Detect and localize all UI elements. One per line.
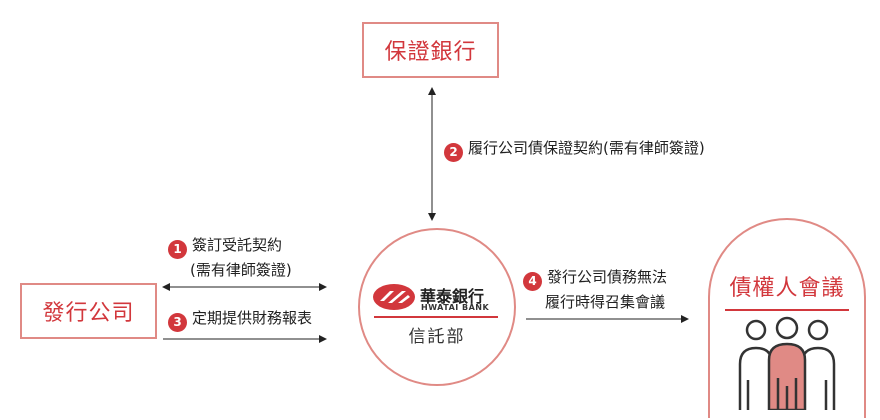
guarantor-bank-box: 保證銀行 [362,22,499,78]
guarantor-bank-label: 保證銀行 [384,40,477,65]
creditors-label: 債權人會議 [729,276,845,301]
trustee-dept: 信託部 [408,327,466,347]
step-4-text-line2: 履行時得召集會議 [545,292,666,311]
step-2-badge: 2 [444,142,463,162]
issuer-label: 發行公司 [42,301,135,326]
issuer-box: 發行公司 [20,283,157,339]
trustee-name-en: HWATAI BANK [421,303,490,312]
creditors-divider [725,309,849,311]
step-3-text: 定期提供財務報表 [192,309,313,327]
step-2-text: 履行公司債保證契約(需有律師簽證) [468,139,705,157]
step-4-label: 4 發行公司債務無法 履行時得召集會議 [523,266,667,313]
step-1-label: 1 簽訂受託契約 (需有律師簽證) [168,234,292,281]
step-1-text-line2: (需有律師簽證) [190,260,292,279]
trustee-divider [374,316,498,318]
step-4-badge: 4 [523,271,542,291]
people-group-icon [738,316,836,410]
step-3-label: 3 定期提供財務報表 [168,307,312,332]
trustee-name: 華泰銀行 [420,287,485,306]
step-2-label: 2 履行公司債保證契約(需有律師簽證) [444,137,705,162]
step-1-badge: 1 [168,239,187,259]
hwatai-logo-icon [373,284,415,310]
step-4-text-line1: 發行公司債務無法 [547,268,668,286]
step-1-text-line1: 簽訂受託契約 [192,236,283,254]
step-3-badge: 3 [168,312,187,332]
